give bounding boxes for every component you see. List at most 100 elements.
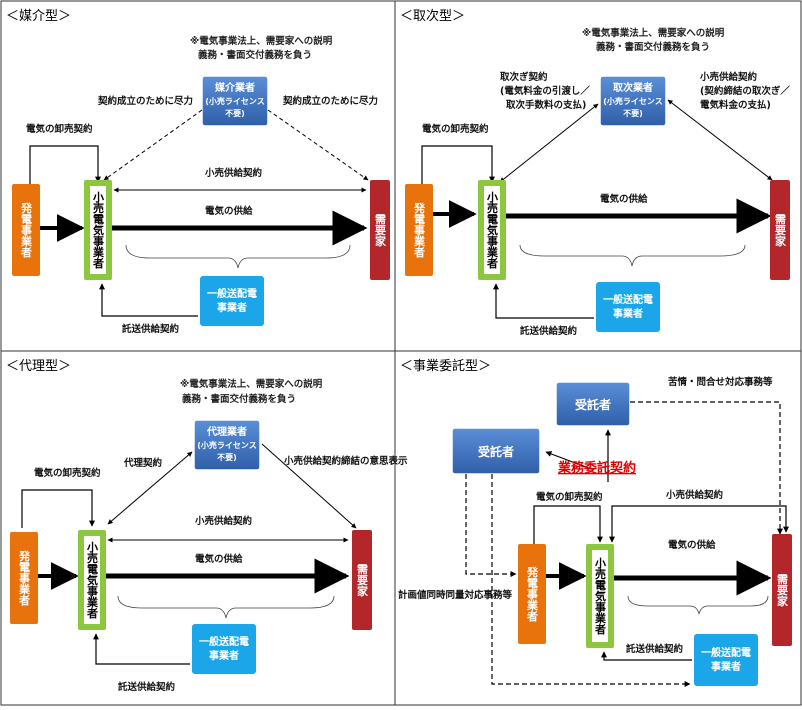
customer-box [370, 180, 390, 280]
note-line2: 義務・書面交付義務を負う [182, 393, 296, 405]
supply-label: 電気の供給 [205, 205, 253, 217]
customer-label: 需要家 [374, 213, 387, 247]
supply-brace [519, 244, 746, 267]
supply-label: 電気の供給 [195, 553, 243, 565]
note-line1: ※電気事業法上、需要家への説明 [180, 378, 323, 390]
generator-box [10, 532, 38, 624]
outsourcing-label: 業務委託契約 [557, 460, 636, 476]
generator-box [405, 184, 433, 276]
retail-contract-arrow [609, 505, 789, 543]
retailer-label-bg [484, 186, 500, 274]
agent-box-label: 取次業者 [613, 81, 653, 94]
complaints-arrow [630, 401, 783, 535]
panel-title: ＜代理型＞ [6, 359, 71, 374]
wholesale-arrow [533, 505, 603, 544]
right-contract-label3: 電気料金の支払) [700, 99, 771, 111]
transmission-label1: 一般送配電 [701, 646, 751, 659]
generator-box [12, 184, 40, 276]
generator-label: 発電事業者 [20, 201, 34, 258]
panel-baikai: ＜媒介型＞ ※電気事業法上、需要家への説明 義務・書面交付義務を負う 媒介業者 … [6, 9, 390, 335]
agency-contract-arrow [107, 451, 193, 525]
right-effort-arrow [267, 109, 369, 181]
wholesale-label: 電気の卸売契約 [26, 123, 93, 135]
consignment-label: 託送供給契約 [118, 681, 176, 693]
panel-title: ＜取次型＞ [400, 8, 465, 24]
agent-box [201, 75, 269, 127]
retailer-label: 小売電気事業者 [86, 540, 100, 619]
transmission-box [200, 276, 264, 326]
generator-box [518, 544, 546, 644]
consignment-arrow [493, 283, 594, 319]
note-line2: 義務・書面交付義務を負う [198, 49, 312, 61]
consignment-arrow [93, 633, 190, 665]
retailer-label: 小売電気事業者 [92, 190, 106, 269]
transmission-label1: 一般送配電 [207, 287, 257, 300]
note-line1: ※電気事業法上、需要家への説明 [582, 27, 725, 39]
contractor-top-box [555, 381, 631, 427]
note-line1: ※電気事業法上、需要家への説明 [190, 35, 333, 47]
generator-label: 発電事業者 [526, 565, 540, 622]
transmission-box [694, 634, 758, 686]
supply-label: 電気の供給 [668, 539, 716, 551]
planning-label: 計画値同時同量対応事務等 [398, 589, 513, 601]
left-contract-label1: 取次ぎ契約 [500, 71, 548, 83]
transmission-label1: 一般送配電 [603, 293, 653, 306]
agent-box-sub1: (小売ライセンス [197, 440, 257, 450]
consignment-arrow [601, 651, 692, 661]
right-contract-label1: 小売供給契約 [699, 71, 758, 83]
transmission-label2: 事業者 [711, 660, 741, 673]
generator-label: 発電事業者 [18, 549, 32, 606]
complaints-label: 苦情・問合せ対応事務等 [668, 376, 773, 388]
customer-label: 需要家 [356, 563, 369, 597]
wholesale-arrow [421, 145, 495, 184]
retailer-label-bg [90, 186, 106, 274]
retailer-label-bg [84, 536, 100, 624]
wholesale-label: 電気の卸売契約 [34, 467, 101, 479]
transmission-box [192, 624, 256, 674]
transmission-label1: 一般送配電 [199, 635, 249, 648]
consignment-label: 託送供給契約 [122, 323, 180, 335]
agency-contract-label: 代理契約 [123, 457, 163, 469]
wholesale-arrow [21, 489, 95, 528]
contractor-left-box [451, 427, 541, 475]
contractor-top-label: 受託者 [575, 397, 611, 412]
retail-contract-label: 小売供給契約 [665, 489, 724, 501]
supply-brace [125, 244, 351, 269]
agent-box-sub1: (小売ライセンス [603, 96, 663, 106]
right-contract-label2: (契約締結の取次ぎ／ [700, 85, 790, 97]
agent-box-label: 代理業者 [206, 425, 247, 438]
transmission-label2: 事業者 [217, 301, 247, 314]
panel-itaku: ＜事業委託型＞ 苦情・問合せ対応事務等 受託者 受託者 業務委託契約 計画値同時… [398, 358, 792, 687]
transmission-box [596, 282, 660, 332]
panel-title: ＜媒介型＞ [6, 9, 71, 24]
agent-box-sub2: 不要) [225, 109, 245, 118]
intent-arrow [261, 443, 357, 529]
customer-box [772, 534, 792, 646]
right-contract-arrow [667, 99, 773, 181]
planning-arrow-generator [465, 474, 517, 577]
agent-box-sub2: 不要) [217, 453, 237, 462]
agent-box-sub1: (小売ライセンス [205, 96, 265, 106]
generator-label: 発電事業者 [413, 201, 427, 258]
planning-arrow-transmission [491, 474, 691, 687]
customer-label: 需要家 [774, 213, 787, 247]
supply-brace [627, 595, 769, 615]
customer-box [352, 530, 372, 630]
panel-dairi: ＜代理型＞ ※電気事業法上、需要家への説明 義務・書面交付義務を負う 代理業者 … [6, 359, 408, 693]
customer-box [770, 180, 790, 280]
panel-toritsugi: ＜取次型＞ ※電気事業法上、需要家への説明 義務・書面交付義務を負う 取次業者 … [400, 8, 790, 337]
transmission-label2: 事業者 [613, 307, 643, 320]
agent-box-label: 媒介業者 [214, 81, 255, 94]
retailer-label: 小売電気事業者 [486, 190, 500, 269]
wholesale-arrow [29, 145, 101, 184]
panel-title: ＜事業委託型＞ [400, 358, 491, 374]
right-effort-label: 契約成立のために尽力 [282, 95, 378, 107]
agent-box [599, 75, 667, 127]
retail-contract-label: 小売供給契約 [194, 515, 253, 527]
intent-label: 小売供給契約締結の意思表示 [283, 455, 408, 467]
agent-box-sub2: 不要) [623, 109, 643, 118]
retailer-label-bg [592, 550, 608, 642]
